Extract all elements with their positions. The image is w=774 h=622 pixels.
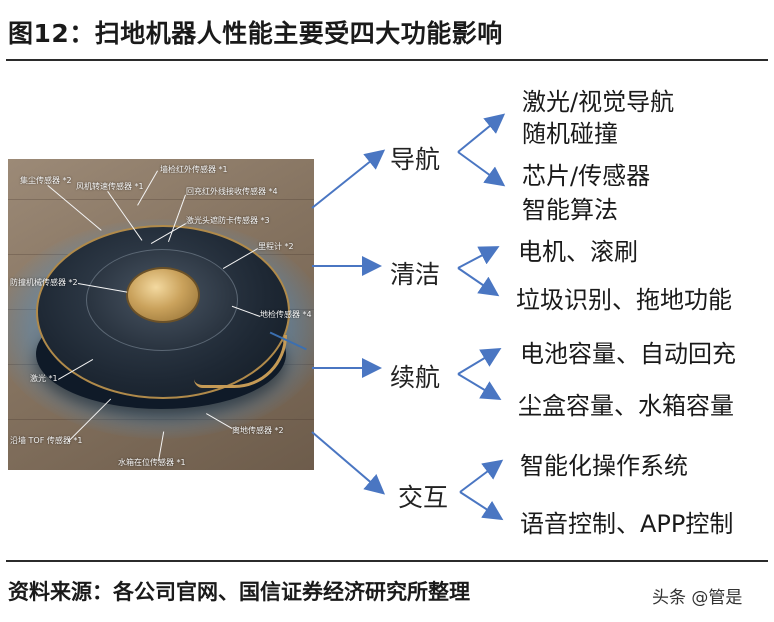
top-divider <box>6 59 768 61</box>
callout-label: 沿墙 TOF 传感器 *1 <box>10 436 83 445</box>
category-endurance: 续航 <box>390 363 441 392</box>
category-cleaning: 清洁 <box>390 260 441 289</box>
callout-label: 地检传感器 *4 <box>260 310 312 319</box>
arrow-photo-to-nav <box>311 149 386 209</box>
robot-vacuum-photo: 墙检红外传感器 *1 集尘传感器 *2 风机转速传感器 *1 回充红外线接收传感… <box>8 159 314 470</box>
endurance-item: 电池容量、自动回充 <box>520 340 736 368</box>
arrow-interaction-up <box>459 459 504 493</box>
arrow-endurance-down <box>457 373 502 401</box>
callout-label: 墙检红外传感器 *1 <box>160 165 228 174</box>
arrow-endurance-up <box>457 347 502 375</box>
callout-label: 激光头遮防卡传感器 *3 <box>186 216 270 225</box>
arrow-clean-down <box>457 267 500 297</box>
bottom-divider <box>6 560 768 562</box>
callout-label: 激光 *1 <box>30 374 58 383</box>
callout-label: 防撞机械传感器 *2 <box>10 278 78 287</box>
category-navigation: 导航 <box>390 145 441 174</box>
arrow-nav-down <box>457 151 506 187</box>
arrow-photo-to-interaction <box>311 431 386 495</box>
arrow-nav-up <box>457 113 506 153</box>
source-note: 资料来源：各公司官网、国信证券经济研究所整理 <box>8 580 470 604</box>
nav-item: 激光/视觉导航 <box>522 88 675 116</box>
interaction-item: 智能化操作系统 <box>520 452 688 480</box>
cleaning-item: 电机、滚刷 <box>518 238 638 266</box>
nav-item: 智能算法 <box>522 196 618 224</box>
laser-turret-cap <box>126 267 200 323</box>
watermark: 头条 @管是 <box>652 588 743 608</box>
endurance-item: 尘盒容量、水箱容量 <box>518 392 734 420</box>
callout-label: 风机转速传感器 *1 <box>76 182 144 191</box>
arrow-interaction-down <box>459 491 504 521</box>
nav-item: 芯片/传感器 <box>522 162 651 190</box>
callout-label: 回充红外线接收传感器 *4 <box>186 187 278 196</box>
callout-label: 里程计 *2 <box>258 242 294 251</box>
callout-label: 水箱在位传感器 *1 <box>118 458 186 467</box>
callout-label: 集尘传感器 *2 <box>20 176 72 185</box>
category-interaction: 交互 <box>398 483 449 512</box>
nav-item: 随机碰撞 <box>522 120 618 148</box>
figure-title: 图12：扫地机器人性能主要受四大功能影响 <box>8 19 503 48</box>
callout-label: 离地传感器 *2 <box>232 426 284 435</box>
arrow-clean-up <box>457 246 500 269</box>
interaction-item: 语音控制、APP控制 <box>520 510 734 538</box>
cleaning-item: 垃圾识别、拖地功能 <box>516 286 732 314</box>
